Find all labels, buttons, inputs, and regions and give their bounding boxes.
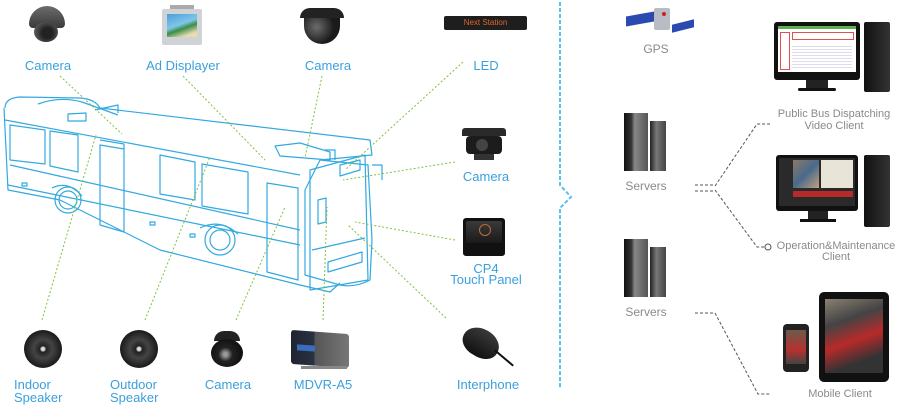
touch-panel-icon (466, 221, 502, 243)
maintenance-client-pc (776, 155, 894, 227)
label-dispatching-client-1: Public Bus Dispatching (777, 108, 891, 120)
indoor-speaker (24, 330, 62, 368)
label-dispatching-client-2: Video Client (804, 120, 864, 132)
desktop-pc-icon (774, 22, 860, 80)
microphone-icon (457, 321, 505, 365)
servers-1 (624, 113, 666, 173)
server-rack-icon (624, 239, 648, 297)
label-ad-displayer: Ad Displayer (146, 58, 220, 73)
satellite-icon (626, 11, 654, 27)
bottom-camera (211, 331, 243, 367)
mdvr-icon (291, 329, 349, 369)
leader-interphone (347, 224, 447, 319)
label-outdoor-speaker-1: Outdoor (110, 377, 157, 392)
dome-camera-icon (214, 331, 240, 341)
label-indoor-speaker-1: Indoor (14, 377, 51, 392)
top-camera-2 (300, 8, 344, 46)
label-maintenance-client-1: Operation&Maintenance (776, 240, 896, 252)
label-outdoor-speaker-2: Speaker (110, 390, 159, 405)
platform-connectors (695, 123, 772, 395)
label-maintenance-client-2: Client (821, 251, 851, 263)
interphone (457, 321, 516, 373)
label-cp4: CP4 (473, 261, 499, 276)
leader-led (344, 61, 464, 171)
ad-displayer (160, 5, 204, 45)
leader-top-camera-2 (304, 75, 323, 159)
leader-rear-camera (342, 161, 456, 181)
section-divider (559, 2, 573, 388)
leader-mdvr (322, 206, 328, 321)
dome-camera-icon (300, 8, 344, 18)
gps-satellite (618, 4, 696, 34)
bus-outline (3, 96, 383, 293)
label-gps: GPS (643, 42, 669, 56)
desktop-pc-icon (776, 155, 858, 211)
leader-outdoor-speaker (144, 156, 211, 321)
label-bottom-camera: Camera (204, 377, 252, 392)
rear-camera (462, 128, 506, 162)
label-servers-1: Servers (625, 179, 667, 193)
rear-camera-icon (462, 128, 506, 136)
label-rear-camera: Camera (462, 169, 510, 184)
dome-camera-icon (29, 6, 65, 28)
leader-indoor-speaker (41, 134, 97, 321)
label-led: LED (473, 58, 499, 73)
label-touch-panel: Touch Panel (450, 272, 522, 287)
mobile-devices-icon (783, 324, 809, 372)
label-mobile-client: Mobile Client (808, 388, 872, 400)
dispatching-client-pc (774, 22, 894, 92)
cp4-touch-panel (463, 218, 505, 256)
leader-ad-displayer (182, 75, 266, 161)
label-indoor-speaker-2: Speaker (14, 390, 63, 405)
led-sign: Next Station (444, 16, 527, 30)
led-sign-icon: Next Station (463, 18, 508, 27)
leader-touch-panel (354, 221, 456, 241)
server-rack-icon (624, 113, 648, 171)
top-camera-1 (26, 4, 66, 44)
leader-bottom-camera (235, 206, 286, 321)
label-interphone: Interphone (456, 377, 520, 392)
servers-2 (624, 239, 666, 299)
outdoor-speaker (120, 330, 158, 368)
mdvr-a5 (291, 329, 353, 370)
label-mdvr: MDVR-A5 (293, 377, 353, 392)
label-top-camera-2: Camera (304, 58, 352, 73)
label-top-camera-1: Camera (24, 58, 72, 73)
mobile-client-devices (783, 290, 893, 382)
ad-display-icon (170, 5, 194, 9)
label-servers-2: Servers (625, 305, 667, 319)
leader-lines (41, 61, 464, 321)
